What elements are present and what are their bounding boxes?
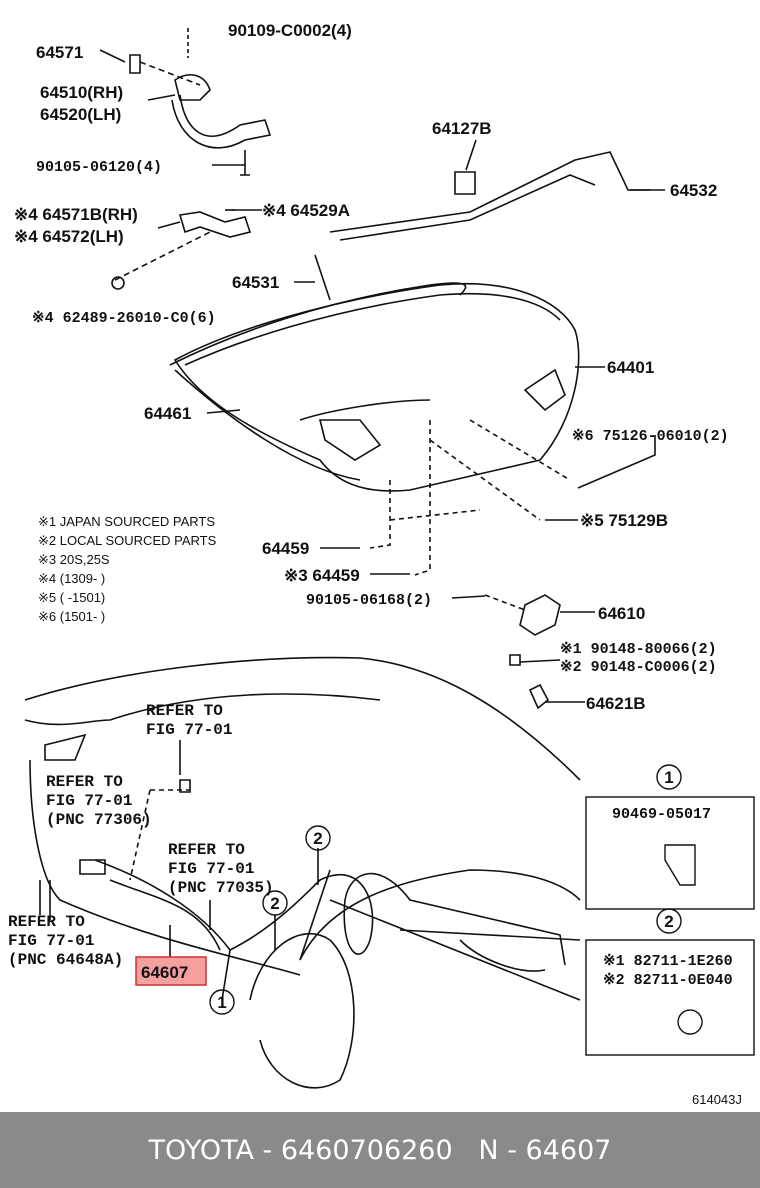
- striker-64621b-shape: [528, 683, 550, 710]
- label-64607[interactable]: 64607: [141, 963, 188, 982]
- trunk-lid-shape: [173, 282, 580, 492]
- label-82711-1e260: ※1 82711-1E260: [603, 953, 733, 970]
- block-64127b-shape: [454, 171, 476, 195]
- highlight-64607-box: [135, 956, 207, 986]
- rod-64531-shape: [314, 254, 331, 301]
- clamp-82711-shape: [677, 1009, 703, 1035]
- car-roof-shape: [24, 656, 581, 781]
- callout-number-2-car-a: 2: [270, 894, 279, 913]
- hinge-top-shape: [174, 74, 211, 101]
- note-5: ※5 ( -1501): [38, 590, 105, 605]
- callout-circle-1-car-a: [209, 989, 235, 1015]
- callout-box-2: [585, 939, 755, 1056]
- rod-64532-shape: [329, 151, 650, 233]
- lamp-right-shape: [523, 368, 566, 412]
- hinge-arm-shape: [171, 94, 272, 149]
- label-64127b: 64127B: [432, 119, 492, 138]
- clip-90469-shape: [664, 844, 696, 886]
- label-75126: ※6 75126-06010(2): [572, 428, 729, 445]
- note-4: ※4 (1309- ): [38, 571, 105, 586]
- footer-part-number: 6460706260: [280, 1134, 453, 1166]
- ref1-line1: REFER TO: [146, 702, 223, 720]
- ref4-line1: REFER TO: [8, 913, 85, 931]
- note-3: ※3 20S,25S: [38, 552, 110, 567]
- ref3-line2: FIG 77-01: [168, 860, 254, 878]
- note-1: ※1 JAPAN SOURCED PARTS: [38, 514, 215, 529]
- wheel-arch-shape: [249, 933, 355, 1089]
- label-64461: 64461: [144, 404, 191, 423]
- callout-number-1: 1: [664, 768, 673, 787]
- diagram-code: 614043J: [692, 1092, 742, 1107]
- note-6: ※6 (1501- ): [38, 609, 105, 624]
- label-64459: 64459: [262, 539, 309, 558]
- label-64510: 64510(RH): [40, 83, 123, 102]
- callout-number-2: 2: [664, 912, 673, 931]
- ref2-line2: FIG 77-01: [46, 792, 132, 810]
- label-62489: ※4 62489-26010-C0(6): [32, 310, 216, 327]
- lamp-left-shape: [318, 419, 382, 461]
- label-64571b: ※4 64571B(RH): [14, 205, 138, 224]
- label-90148-c0006: ※2 90148-C0006(2): [560, 659, 717, 676]
- callout-circle-2-car-a: [262, 890, 288, 916]
- label-82711-0e040: ※2 82711-0E040: [603, 972, 733, 989]
- label-64401: 64401: [607, 358, 654, 377]
- lever-shape: [79, 859, 106, 875]
- label-64531: 64531: [232, 273, 279, 292]
- ref3-line3: (PNC 77035): [168, 879, 274, 897]
- release-cable-shape: [94, 859, 566, 966]
- label-90469: 90469-05017: [612, 806, 711, 823]
- label-75129b: ※5 75129B: [580, 511, 668, 530]
- ref3-line1: REFER TO: [168, 841, 245, 859]
- label-90105-06120: 90105-06120(4): [36, 159, 162, 176]
- boxed-callouts: [209, 764, 755, 1056]
- label-90148-80066: ※1 90148-80066(2): [560, 641, 717, 658]
- label-64529a: ※4 64529A: [262, 201, 350, 220]
- line-art: [24, 28, 665, 1089]
- ref4-line3: (PNC 64648A): [8, 951, 123, 969]
- callout-number-2-car-b: 2: [313, 829, 322, 848]
- stopper-64571-shape: [129, 54, 141, 74]
- footer-separator: -: [253, 1134, 281, 1166]
- ref1-line2: FIG 77-01: [146, 721, 232, 739]
- footer-bar: TOYOTA - 6460706260 N - 64607: [0, 1112, 760, 1188]
- ref2-line1: REFER TO: [46, 773, 123, 791]
- callout-number-1-car: 1: [217, 993, 226, 1012]
- screw-90148-shape: [509, 654, 521, 666]
- label-64572: ※4 64572(LH): [14, 227, 124, 246]
- bolt-90105-shape: [240, 150, 250, 176]
- callout-circle-2-car-b: [305, 825, 331, 851]
- ref4-line2: FIG 77-01: [8, 932, 94, 950]
- footer-separator-2: N -: [452, 1134, 526, 1166]
- label-64459-20s: ※3 64459: [284, 566, 360, 585]
- label-64610: 64610: [598, 604, 645, 623]
- callout-circle-2: [656, 908, 682, 934]
- label-64571: 64571: [36, 43, 83, 62]
- cable-end-shape: [179, 779, 191, 793]
- footer-pnc: 64607: [525, 1134, 612, 1166]
- mirror-shape: [44, 733, 87, 761]
- clip-62489-shape: [111, 276, 125, 290]
- callout-circle-1: [656, 764, 682, 790]
- hinge-64571b-shape: [178, 211, 252, 238]
- label-90105-06168: 90105-06168(2): [306, 592, 432, 609]
- footer-brand: TOYOTA: [148, 1134, 254, 1166]
- label-90109: 90109-C0002(4): [228, 21, 352, 40]
- label-64520: 64520(LH): [40, 105, 121, 124]
- note-2: ※2 LOCAL SOURCED PARTS: [38, 533, 217, 548]
- ref2-line3: (PNC 77306): [46, 811, 152, 829]
- label-64532: 64532: [670, 181, 717, 200]
- lock-64610-shape: [519, 594, 561, 636]
- parts-diagram: 64571 90109-C0002(4) 64510(RH) 64520(LH)…: [8, 21, 755, 1107]
- label-64621b: 64621B: [586, 694, 646, 713]
